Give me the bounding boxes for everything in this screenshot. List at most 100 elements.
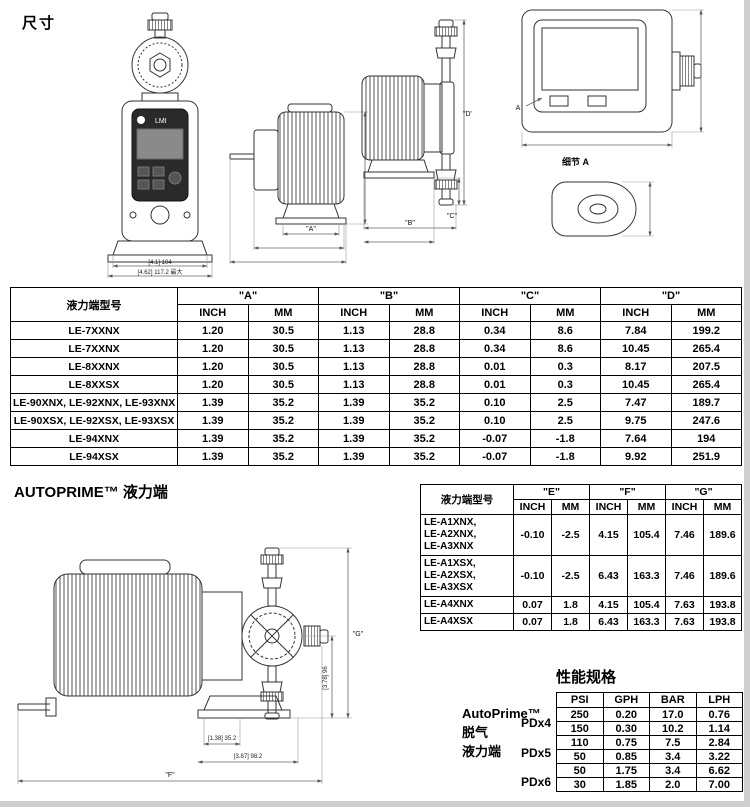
value-cell: 0.10 [459,411,531,430]
dimension-label: [4.1] 104 [148,260,172,266]
value-cell: 189.6 [703,555,742,597]
value-cell: 30.5 [247,357,319,376]
dimension-label-f: "F" [165,772,175,779]
subheader-mm: MM [670,304,742,322]
value-cell: -0.07 [459,429,531,448]
value-cell: 1.39 [318,447,390,466]
pump-front-view-drawing: LMI [4.1] 104 [4.62] 117.2 最大 [107,12,213,278]
value-cell: 7.46 [665,555,704,597]
value-cell: 1.13 [318,339,390,358]
value-cell: 10.45 [600,339,672,358]
page-title: 尺寸 [22,15,57,32]
value-cell: 35.2 [247,447,319,466]
value-cell: 7.63 [665,596,704,614]
model-cell: LE-94XSX [10,447,178,466]
column-header-model: 液力端型号 [10,287,178,322]
table-header-row: 液力端型号 "E" "F" "G" [420,484,742,515]
value-cell: 17.0 [649,707,697,722]
value-cell: 0.01 [459,357,531,376]
value-cell: 6.43 [589,613,628,631]
dimension-label-c: "C" [447,213,458,220]
value-cell: 35.2 [388,447,460,466]
value-cell: 35.2 [247,393,319,412]
value-cell: 1.13 [318,321,390,340]
value-cell: 0.34 [459,321,531,340]
dimension-label: [3.78] 96 [323,666,329,690]
value-cell: 35.2 [388,393,460,412]
dimension-label-a: "A" [306,226,316,233]
value-cell: 10.2 [649,721,697,736]
value-cell: -1.8 [529,447,601,466]
value-cell: 1.13 [318,357,390,376]
value-cell: 1.39 [177,393,249,412]
dimension-label-d: "D" [463,111,472,118]
value-cell: 35.2 [388,429,460,448]
column-group-c: "C" [459,287,601,305]
section-marker-a: A [516,105,521,112]
value-cell: -0.10 [513,555,552,597]
value-cell: 3.4 [649,749,697,764]
performance-side-label: AutoPrime™ 脱气 液力端 [462,706,541,759]
value-cell: 193.8 [703,596,742,614]
value-cell: -2.5 [551,555,590,597]
value-cell: 28.8 [388,357,460,376]
column-group-f: "F" [589,484,666,500]
value-cell: 7.84 [600,321,672,340]
column-header-gph: GPH [602,692,650,708]
subheader-inch: INCH [177,304,249,322]
value-cell: 0.10 [459,393,531,412]
model-cell: LE-A4XSX [420,613,514,631]
value-cell: 6.62 [695,763,743,778]
value-cell: 28.8 [388,339,460,358]
dimension-label-b: "B" [405,220,415,227]
pump-side-view-drawing: "A" [229,103,368,264]
model-cell: LE-A4XNX [420,596,514,614]
value-cell: 9.92 [600,447,672,466]
pump-top-view-drawing: A [516,9,704,148]
value-cell: 2.0 [649,777,697,792]
dimension-label: [4.62] 117.2 最大 [138,268,183,276]
value-cell: 1.39 [318,393,390,412]
value-cell: -0.10 [513,514,552,556]
value-cell: 1.39 [318,411,390,430]
pd-label-pdx4: PDx4 [521,716,552,730]
value-cell: -2.5 [551,514,590,556]
value-cell: 193.8 [703,613,742,631]
column-header-model: 液力端型号 [420,484,514,515]
value-cell: 199.2 [670,321,742,340]
value-cell: 1.75 [602,763,650,778]
value-cell: 7.46 [665,514,704,556]
value-cell: 4.15 [589,596,628,614]
subheader-mm: MM [551,499,590,515]
value-cell: 4.15 [589,514,628,556]
pd-label-pdx5: PDx5 [521,746,552,760]
value-cell: 1.13 [318,375,390,394]
value-cell: 2.5 [529,393,601,412]
autoprime-section-title: AUTOPRIME™ 液力端 [14,484,168,501]
value-cell: 1.39 [177,447,249,466]
autoprime-pump-drawing: [1.38] 35.2 [3.87] 98.2 [3.78] 96 "F" "G… [17,547,364,784]
value-cell: 30.5 [247,339,319,358]
value-cell: 0.07 [513,613,552,631]
value-cell: 1.85 [602,777,650,792]
value-cell: 247.6 [670,411,742,430]
value-cell: 0.30 [602,721,650,736]
value-cell: 0.85 [602,749,650,764]
dimension-label: [1.38] 35.2 [208,736,237,742]
column-group-e: "E" [513,484,590,500]
value-cell: 30.5 [247,375,319,394]
column-group-a: "A" [177,287,319,305]
value-cell: 2.5 [529,411,601,430]
